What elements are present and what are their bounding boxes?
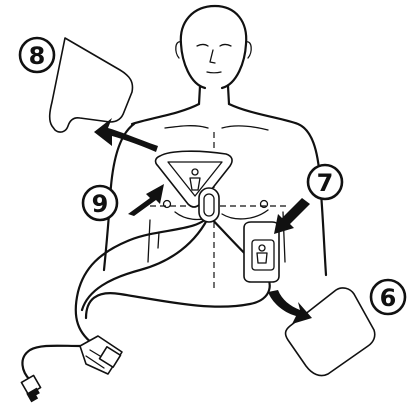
arrow-from-9 <box>128 184 164 216</box>
callout-7-label: 7 <box>317 169 334 197</box>
electrode-cable <box>22 214 269 380</box>
callout-8: 8 <box>20 38 54 72</box>
arrow-from-7 <box>274 198 310 234</box>
callout-6-label: 6 <box>380 284 397 312</box>
callout-9: 9 <box>83 186 117 220</box>
callout-7: 7 <box>308 165 342 199</box>
callout-6: 6 <box>371 280 405 314</box>
pad-liner-bottom <box>286 288 375 376</box>
callout-8-label: 8 <box>29 42 46 70</box>
arrow-to-liner-6 <box>268 290 312 324</box>
body-pad-placement-icon <box>156 151 233 222</box>
callout-9-label: 9 <box>92 190 109 218</box>
small-plug-icon <box>21 375 42 402</box>
cable-connector-icon <box>80 336 122 374</box>
pad-with-figure-icon <box>244 222 279 282</box>
pad-liner-icon <box>50 38 133 132</box>
arrow-to-liner-8 <box>94 118 158 152</box>
